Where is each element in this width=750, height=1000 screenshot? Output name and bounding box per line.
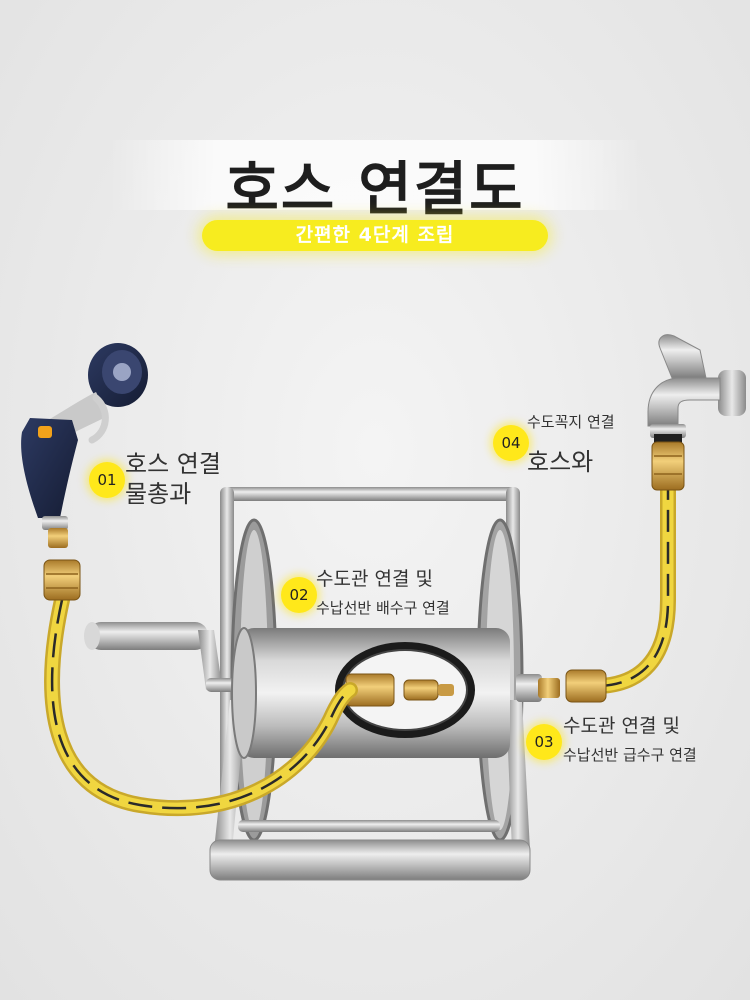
crank-axle <box>206 678 236 692</box>
title-backdrop <box>110 140 640 210</box>
faucet-wall-mount <box>718 370 746 416</box>
frame-top-bar <box>222 487 518 501</box>
step-04-label-line2: 호스와 <box>527 448 594 476</box>
step-03-badge: 03 <box>526 724 562 760</box>
inner-quick-coupler <box>403 679 439 701</box>
reel-drum <box>231 627 560 759</box>
step-02-badge: 02 <box>281 577 317 613</box>
subtitle-pill: 간편한 4단계 조립 <box>202 220 548 251</box>
frame-back-base <box>238 820 500 832</box>
outlet-stub <box>516 674 542 702</box>
spray-gun-lock-button <box>38 426 52 438</box>
outlet-coupler <box>538 678 560 698</box>
step-02-label-line1: 수도관 연결 및 <box>316 568 433 590</box>
step-02-label-line2: 수납선반 배수구 연결 <box>316 599 450 617</box>
step-01-badge: 01 <box>89 462 125 498</box>
spray-gun-trigger-guard <box>88 394 109 444</box>
step-04-label-line1: 수도꼭지 연결 <box>527 413 615 431</box>
crank-handle <box>84 622 236 692</box>
step-03-label-line2: 수납선반 급수구 연결 <box>563 746 697 764</box>
faucet-lever <box>658 334 707 379</box>
step-03-label-line1: 수도관 연결 및 <box>563 715 680 737</box>
faucet-brass-adapter <box>651 441 685 491</box>
crank-grip <box>88 622 208 650</box>
step-04-badge: 04 <box>493 425 529 461</box>
faucet-spout <box>647 377 721 427</box>
hose-end-brass-connector <box>565 669 607 703</box>
left-hose <box>44 592 358 817</box>
spray-gun-handle <box>21 418 78 518</box>
step-01-label-line1: 호스 연결 <box>125 450 221 478</box>
spray-gun <box>21 343 148 601</box>
step-01-label-line2: 물총과 <box>125 480 192 508</box>
frame-base-bar <box>209 839 531 881</box>
nozzle-hose-brass-connector <box>43 559 81 601</box>
faucet <box>647 334 746 491</box>
page-title: 호스 연결도 <box>225 155 525 223</box>
spray-gun-connector <box>48 528 68 548</box>
crank-arm <box>198 630 222 690</box>
frame-right-leg <box>506 700 530 850</box>
right-hose <box>565 482 676 703</box>
